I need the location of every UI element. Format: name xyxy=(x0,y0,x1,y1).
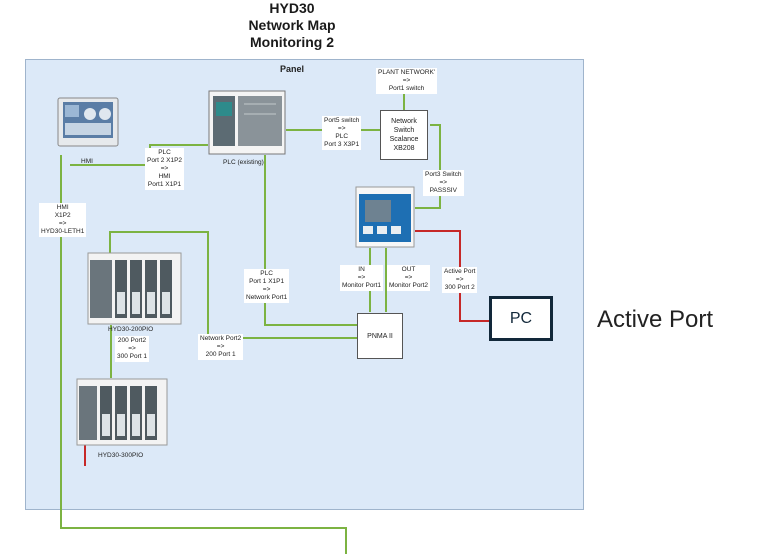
hmi-label: HMI xyxy=(81,158,93,165)
text-line: X1P2 xyxy=(54,212,71,219)
text-line: => xyxy=(160,165,169,172)
text-line: => xyxy=(262,286,271,293)
title-line-3: Monitoring 2 xyxy=(250,34,334,50)
label-io-200-300: 200 Port2 => 300 Port 1 xyxy=(115,336,149,362)
label-out-monitor: OUT => Monitor Port2 xyxy=(387,265,431,291)
label-network-port2: Network Port2 => 200 Port 1 xyxy=(198,334,244,360)
title-line-1: HYD30 xyxy=(269,0,315,16)
label-plant-network: PLANT NETWORK' => Port1 switch xyxy=(376,68,438,94)
text-line: HMI xyxy=(158,173,171,180)
hmi-device xyxy=(57,97,119,147)
plc-icon xyxy=(208,90,286,155)
text-line: 200 Port2 xyxy=(117,337,147,344)
switch-line-1: Network xyxy=(391,118,417,125)
switch-line-3: Scalance xyxy=(389,136,419,143)
hmi-screen-icon xyxy=(57,97,119,147)
text-line: => xyxy=(337,125,346,132)
pnma-box: PNMA II xyxy=(357,313,403,359)
text-line: OUT xyxy=(401,266,416,273)
text-line: Monitor Port1 xyxy=(342,282,382,289)
text-line: Monitor Port2 xyxy=(389,282,429,289)
pc-box: PC xyxy=(489,296,553,341)
text-line: => xyxy=(357,274,366,281)
text-line: PLANT NETWORK' xyxy=(378,69,436,76)
label-plc-hmi: PLC Port 2 X1P2 => HMI Port1 X1P1 xyxy=(145,148,185,190)
label-in-monitor: IN => Monitor Port1 xyxy=(340,265,384,291)
switch-line-2: Switch xyxy=(393,127,415,134)
text-line: 300 Port 1 xyxy=(117,353,147,360)
text-line: Port1 X1P1 xyxy=(147,181,182,188)
io-module-icon xyxy=(87,252,182,325)
diagram-title: HYD30 Network Map Monitoring 2 xyxy=(230,0,354,51)
label-port5-switch: Port5 switch => PLC Port 3 X3P1 xyxy=(322,116,362,150)
text-line: => xyxy=(404,274,413,281)
label-port3-switch: Port3 Switch => PASSSIV xyxy=(423,170,464,196)
io300-device xyxy=(76,378,168,446)
panel-label: Panel xyxy=(280,64,305,74)
wire-hmi-leth xyxy=(60,155,347,554)
text-line: HMI xyxy=(56,204,69,211)
active-port-legend: Active Port xyxy=(597,306,714,333)
network-switch: Network Switch Scalance XB208 xyxy=(380,110,428,160)
text-line: Port5 switch xyxy=(324,117,360,124)
text-line: => xyxy=(58,220,67,227)
text-line: 300 Port 2 xyxy=(444,284,475,291)
network-tap-icon xyxy=(355,186,415,248)
plc-device xyxy=(208,90,286,155)
label-active-300: Active Port => 300 Port 2 xyxy=(442,267,478,293)
wire-io200-pnma xyxy=(109,231,357,339)
text-line: PLC xyxy=(158,149,171,156)
text-line: 200 Port 1 xyxy=(205,351,236,358)
io300-label: HYD30-300PIO xyxy=(98,452,144,459)
text-line: => xyxy=(455,276,464,283)
text-line: PLC xyxy=(335,133,349,140)
text-line: Network Port1 xyxy=(246,294,288,301)
text-line: PLC xyxy=(260,270,273,277)
io-module-icon xyxy=(76,378,168,446)
text-line: PASSSIV xyxy=(429,187,457,194)
wire-switch-passive xyxy=(415,124,441,209)
label-plc-network: PLC Port 1 X1P1 => Network Port1 xyxy=(244,269,290,303)
label-hmi-leth: HMI X1P2 => HYD30-LETH1 xyxy=(39,203,87,237)
text-line: Network Port2 xyxy=(200,335,242,342)
io200-label: HYD30-200PIO xyxy=(108,326,154,333)
text-line: Port 2 X1P2 xyxy=(147,157,183,164)
text-line: => xyxy=(439,179,448,186)
text-line: Port 3 X3P1 xyxy=(324,141,360,148)
text-line: => xyxy=(128,345,136,352)
text-line: Port1 switch xyxy=(388,85,425,92)
text-line: => xyxy=(402,77,411,84)
plc-label: PLC (existing) xyxy=(223,159,264,166)
io200-device xyxy=(87,252,182,325)
text-line: Port 1 X1P1 xyxy=(249,278,285,285)
text-line: HYD30-LETH1 xyxy=(41,228,85,235)
monitor-device xyxy=(355,186,415,248)
text-line: Active Port xyxy=(444,268,476,275)
text-line: => xyxy=(216,343,225,350)
title-line-2: Network Map xyxy=(248,17,336,33)
wire-plc-network xyxy=(264,155,357,326)
text-line: IN xyxy=(358,266,365,273)
text-line: Port3 Switch xyxy=(425,171,462,178)
switch-line-4: XB208 xyxy=(393,145,415,152)
